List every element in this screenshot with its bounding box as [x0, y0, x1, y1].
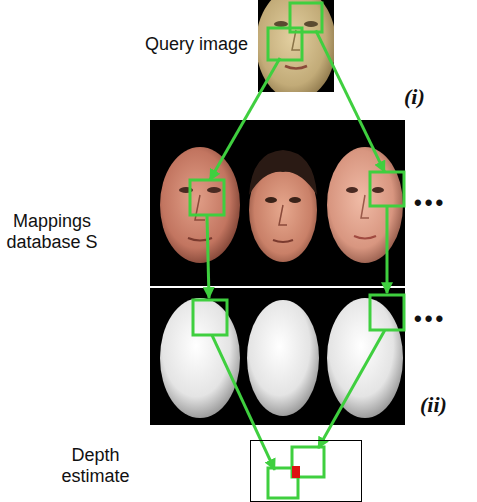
step-number: (ii)	[420, 392, 447, 418]
arrow-connector	[210, 58, 280, 180]
arrow-connector	[316, 30, 385, 171]
arrow-connector	[318, 330, 384, 448]
node-label: Query image	[80, 34, 248, 55]
arrow-connector	[212, 335, 275, 470]
step-number: (i)	[404, 84, 425, 110]
mappings-database: Mappings database S	[150, 120, 405, 425]
query-image: Query image	[258, 0, 334, 92]
node-label: Mappings database S	[2, 211, 102, 252]
node-label: Depth estimate	[44, 445, 148, 486]
ellipsis-dots: •••	[414, 306, 446, 332]
depth-estimate: Depth estimate	[250, 440, 362, 502]
ellipsis-dots: •••	[414, 190, 446, 216]
